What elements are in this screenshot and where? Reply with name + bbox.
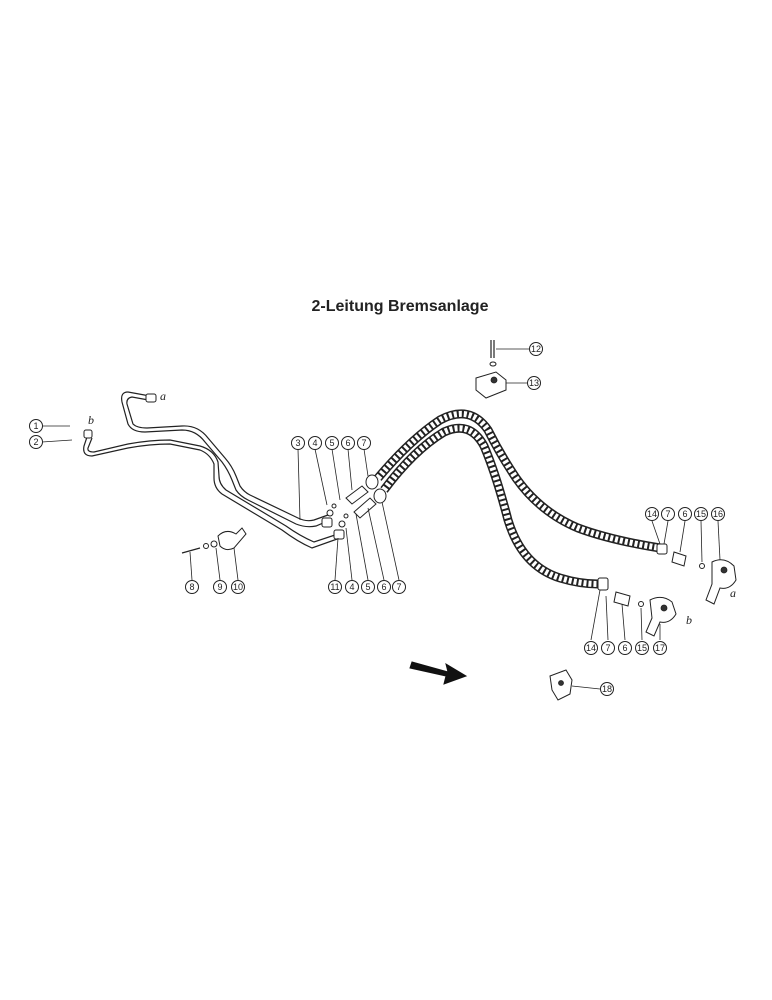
svg-text:6: 6 — [622, 643, 627, 653]
svg-text:5: 5 — [329, 438, 334, 448]
callout-15-top: 15 — [694, 507, 708, 521]
coupling-head-a — [656, 543, 737, 605]
svg-text:6: 6 — [682, 509, 687, 519]
callout-18: 18 — [600, 682, 614, 696]
callout-7-top: 7 — [357, 436, 371, 450]
callout-1: 1 — [29, 419, 43, 433]
leader-lines — [41, 348, 721, 690]
clamp-assembly — [181, 527, 247, 554]
svg-text:10: 10 — [233, 582, 243, 592]
steel-pipe-a — [121, 391, 331, 528]
callout-16: 16 — [711, 507, 725, 521]
letter-a-right: a — [730, 586, 736, 600]
callout-7-bottom: 7 — [392, 580, 406, 594]
callout-2: 2 — [29, 435, 43, 449]
svg-text:15: 15 — [696, 509, 706, 519]
coupling-head-b — [597, 577, 677, 637]
svg-text:14: 14 — [647, 509, 657, 519]
middle-couplings — [326, 474, 387, 528]
pipe-end-fittings — [83, 393, 345, 540]
callout-6-top: 6 — [341, 436, 355, 450]
svg-text:7: 7 — [665, 509, 670, 519]
callout-14-bottom: 14 — [584, 641, 598, 655]
svg-text:16: 16 — [713, 509, 723, 519]
svg-text:7: 7 — [605, 643, 610, 653]
svg-text:7: 7 — [396, 582, 401, 592]
diagram-title: 2-Leitung Bremsanlage — [311, 298, 489, 315]
bracket-18 — [549, 669, 573, 701]
callout-6-bottom: 6 — [377, 580, 391, 594]
letter-b-right: b — [686, 613, 692, 627]
svg-text:13: 13 — [529, 378, 539, 388]
steel-pipe-b — [83, 433, 341, 549]
callout-5-top: 5 — [325, 436, 339, 450]
svg-text:18: 18 — [602, 684, 612, 694]
svg-text:3: 3 — [295, 438, 300, 448]
callout-14-top: 14 — [645, 507, 659, 521]
svg-text:9: 9 — [217, 582, 222, 592]
bracket-assembly-top — [475, 340, 507, 399]
callout-5-bottom: 5 — [361, 580, 375, 594]
svg-text:14: 14 — [586, 643, 596, 653]
svg-text:4: 4 — [312, 438, 317, 448]
svg-text:2: 2 — [33, 437, 38, 447]
svg-text:1: 1 — [33, 421, 38, 431]
callout-4-bottom: 4 — [345, 580, 359, 594]
direction-arrow — [409, 661, 468, 685]
svg-text:11: 11 — [330, 582, 339, 592]
callout-10: 10 — [231, 580, 245, 594]
svg-text:4: 4 — [349, 582, 354, 592]
svg-text:6: 6 — [345, 438, 350, 448]
callout-11: 11 — [328, 580, 342, 594]
callout-6-right: 6 — [678, 507, 692, 521]
callout-3-top: 3 — [291, 436, 305, 450]
svg-text:7: 7 — [361, 438, 366, 448]
svg-text:12: 12 — [531, 344, 541, 354]
callout-13: 13 — [527, 376, 541, 390]
callout-7-right: 7 — [661, 507, 675, 521]
svg-text:8: 8 — [189, 582, 194, 592]
callout-9: 9 — [213, 580, 227, 594]
callout-6-lower: 6 — [618, 641, 632, 655]
letter-b-left: b — [88, 413, 94, 427]
svg-text:17: 17 — [655, 643, 665, 653]
hose-lower — [380, 423, 599, 589]
callout-15-bottom: 15 — [635, 641, 649, 655]
callout-12: 12 — [529, 342, 543, 356]
svg-text:15: 15 — [637, 643, 647, 653]
svg-text:6: 6 — [381, 582, 386, 592]
callout-17: 17 — [653, 641, 667, 655]
callout-7-lower: 7 — [601, 641, 615, 655]
callout-4-top: 4 — [308, 436, 322, 450]
svg-text:5: 5 — [365, 582, 370, 592]
callout-8: 8 — [185, 580, 199, 594]
hose-upper — [374, 409, 661, 553]
letter-a-top: a — [160, 389, 166, 403]
